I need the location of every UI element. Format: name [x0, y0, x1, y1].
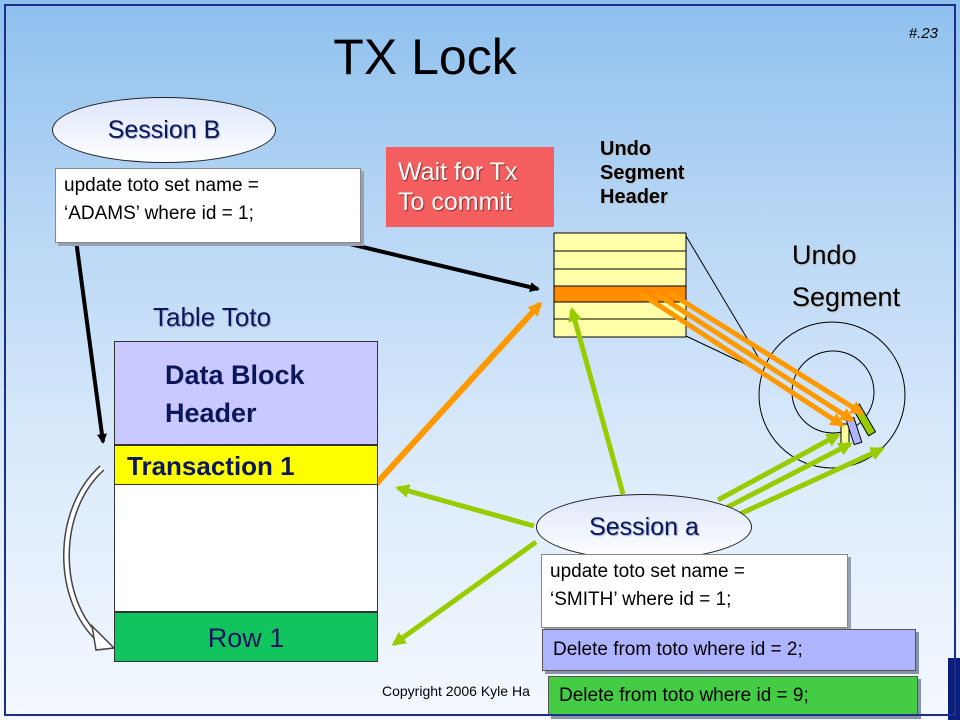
wait-box-line1: Wait for Tx	[398, 158, 518, 186]
orange-arrow	[638, 290, 845, 428]
delete-statement-2-text: Delete from toto where id = 9;	[559, 685, 809, 706]
wait-for-tx-box: Wait for Tx To commit	[386, 147, 554, 227]
active-transaction-slot	[553, 285, 687, 303]
undo-segment-header-label: Undo Segment Header	[600, 137, 684, 209]
data-block-header: Data Block Header	[114, 341, 378, 445]
session-b-sql-line1: update toto set name =	[64, 175, 259, 196]
wait-box-line2: To commit	[398, 188, 512, 216]
green-arrow	[716, 441, 853, 515]
data-block-header-line2: Header	[165, 398, 257, 428]
session-b-sql-box: update toto set name = ‘ADAMS’ where id …	[55, 168, 361, 243]
session-a-sql-box: update toto set name = ‘SMITH’ where id …	[541, 554, 848, 628]
data-block-header-line1: Data Block	[165, 360, 305, 390]
undo-segment-outer-circle	[758, 321, 906, 469]
green-arrow	[568, 307, 626, 495]
session-a-sql-line2: ‘SMITH’ where id = 1;	[550, 589, 732, 610]
session-b-oval: Session B	[52, 97, 276, 163]
undo-header-line2: Segment	[600, 162, 685, 184]
undo-header-line1: Undo	[600, 138, 652, 160]
slide-title: TX Lock	[333, 29, 517, 85]
corner-bar	[948, 658, 960, 720]
green-arrow	[391, 539, 538, 647]
undo-header-line3: Header	[600, 186, 668, 208]
session-a-label: Session a	[589, 512, 699, 541]
session-b-label: Session B	[107, 115, 221, 144]
black-arrow	[74, 239, 107, 444]
table-block-body	[114, 485, 378, 612]
session-a-sql-line1: update toto set name =	[550, 561, 745, 582]
slide-number: #.23	[908, 25, 938, 42]
undo-segment-line2: Segment	[792, 282, 901, 312]
curved-arrow-head	[90, 623, 116, 651]
undo-segment-line1: Undo	[792, 240, 857, 270]
delete-statement-1-text: Delete from toto where id = 2;	[553, 639, 803, 660]
black-arrow	[349, 242, 540, 293]
green-arrow	[716, 446, 885, 527]
curved-arrow	[64, 466, 104, 642]
table-toto-label: Table Toto	[153, 302, 272, 332]
orange-arrow	[373, 301, 543, 487]
data-block-header-text: Data Block Header	[165, 356, 305, 432]
session-a-oval: Session a	[536, 494, 752, 560]
orange-arrow	[668, 290, 865, 416]
green-arrow	[395, 484, 535, 529]
green-arrow	[716, 432, 841, 503]
orange-arrow	[653, 290, 855, 423]
row-1: Row 1	[114, 612, 378, 662]
delete-statement-1: Delete from toto where id = 2;	[542, 629, 916, 671]
transaction-1-slot: Transaction 1	[114, 445, 378, 485]
curved-arrow	[63, 465, 105, 643]
delete-statement-2: Delete from toto where id = 9;	[548, 676, 918, 716]
session-b-sql-line2: ‘ADAMS’ where id = 1;	[64, 203, 254, 224]
copyright-text: Copyright 2006 Kyle Ha	[382, 683, 530, 699]
undo-segment-label: Undo Segment	[792, 234, 900, 318]
